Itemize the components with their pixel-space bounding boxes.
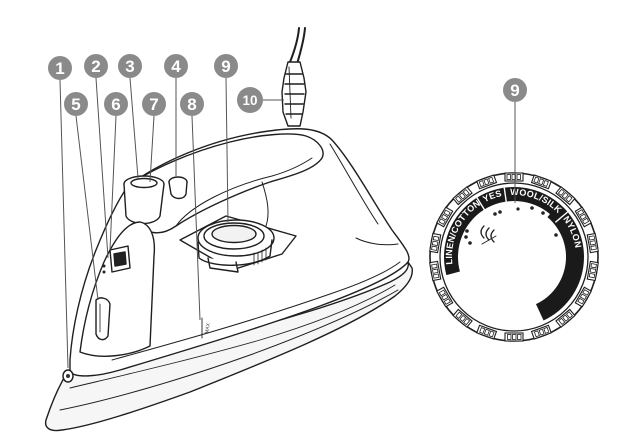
callout-9: 9 <box>214 54 238 78</box>
grip-tab <box>530 174 552 190</box>
callout-number: 9 <box>221 57 230 76</box>
callout-number: 2 <box>91 57 100 76</box>
grip-tab <box>586 260 599 282</box>
grip-tab <box>476 174 498 190</box>
callout-badge <box>214 54 238 78</box>
callout-8: 8 <box>180 92 204 116</box>
grip-tab <box>429 232 442 254</box>
callout-4: 4 <box>164 54 188 78</box>
callout-badge <box>164 54 188 78</box>
grip-tab <box>436 286 454 308</box>
callout-number: 5 <box>71 95 80 114</box>
grip-tab <box>555 308 576 328</box>
dial-callout-9: 9 <box>503 78 527 102</box>
water-window <box>95 297 111 341</box>
callout-badge <box>118 54 142 78</box>
grip-tab <box>436 206 454 228</box>
iron-temperature-dial <box>179 215 297 273</box>
grip-tab <box>429 260 442 282</box>
steam-icon <box>480 225 497 245</box>
callout-markers: 1 2 3 4 5 6 7 8 9 10 9 <box>48 54 527 369</box>
callout-2: 2 <box>84 54 108 78</box>
callout-number: 7 <box>149 95 158 114</box>
grip-tab <box>504 172 524 182</box>
callout-badge <box>180 92 204 116</box>
grip-tab <box>574 286 592 308</box>
callout-badge <box>104 92 128 116</box>
callout-leader-lines <box>59 77 516 369</box>
callout-number: 6 <box>111 95 120 114</box>
cord-strain-relief <box>281 61 307 127</box>
dial-setting-dots <box>464 206 558 245</box>
spray-nozzle <box>62 369 74 383</box>
grip-tab <box>452 186 473 206</box>
burst-of-steam-button <box>168 176 188 200</box>
callout-5: 5 <box>64 92 88 116</box>
callout-badge <box>48 56 72 80</box>
callout-number: 9 <box>510 81 519 100</box>
grip-tab <box>476 324 498 340</box>
callout-1: 1 <box>48 56 72 80</box>
callout-number: 8 <box>187 95 196 114</box>
spray-button <box>123 175 165 225</box>
callout-number: 4 <box>171 57 181 76</box>
callout-badge <box>84 54 108 78</box>
callout-10: 10 <box>237 87 263 113</box>
callout-badge <box>64 92 88 116</box>
grip-tab <box>530 324 552 340</box>
grip-tab <box>555 186 576 206</box>
callout-3: 3 <box>118 54 142 78</box>
callout-number: 3 <box>125 57 134 76</box>
callout-number: 10 <box>242 93 257 108</box>
grip-tab <box>574 206 592 228</box>
callout-badge <box>142 92 166 116</box>
grip-tab <box>586 232 599 254</box>
callout-7: 7 <box>142 92 166 116</box>
callout-number: 1 <box>55 59 64 78</box>
fill-door <box>109 245 131 273</box>
power-cord <box>289 27 300 63</box>
grip-tab <box>504 332 524 342</box>
callout-badge <box>503 78 527 102</box>
dial-grip-tabs <box>429 172 599 342</box>
callout-6: 6 <box>104 92 128 116</box>
grip-tab <box>452 308 473 328</box>
max-fill-label: MAX <box>204 322 212 334</box>
steam-iron: MAX <box>44 27 413 432</box>
dial-band-separators <box>476 187 569 223</box>
dial-setting-label: MIN <box>509 313 526 323</box>
callout-badge <box>237 87 263 113</box>
